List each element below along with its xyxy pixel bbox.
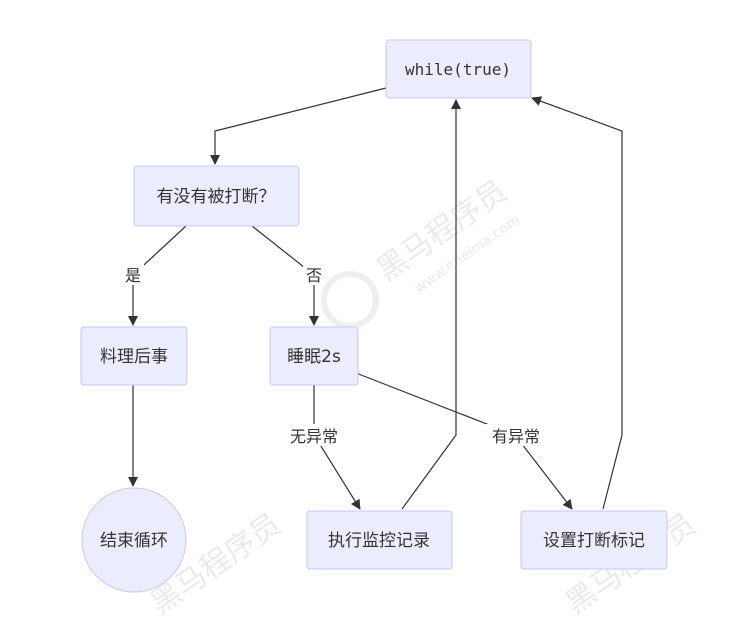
node-monitor-label: 执行监控记录 xyxy=(328,531,430,551)
node-check-interrupted-label: 有没有被打断？ xyxy=(157,187,276,207)
node-loop: while(true) xyxy=(385,39,532,99)
node-cleanup: 料理后事 xyxy=(80,326,188,386)
edge-setflag-to-loop xyxy=(531,96,623,510)
edge-loop-to-check xyxy=(210,87,387,165)
node-loop-label: while(true) xyxy=(405,60,511,79)
edge-monitor-to-loop xyxy=(401,99,461,510)
edge-label-yes: 是 xyxy=(125,266,141,285)
node-check-interrupted: 有没有被打断？ xyxy=(133,165,300,227)
edges xyxy=(128,87,623,510)
node-end-label: 结束循环 xyxy=(100,531,168,551)
edge-sleep-to-monitor xyxy=(313,385,361,510)
edge-labels: 是 否 无异常 有异常 xyxy=(122,263,546,446)
edge-label-no-exception: 无异常 xyxy=(290,427,338,446)
edge-label-no: 否 xyxy=(306,266,322,285)
node-sleep: 睡眠2s xyxy=(269,326,359,386)
node-set-flag: 设置打断标记 xyxy=(520,510,668,570)
edge-label-has-exception: 有异常 xyxy=(492,427,540,446)
node-monitor: 执行监控记录 xyxy=(306,510,453,570)
node-sleep-label: 睡眠2s xyxy=(287,347,341,367)
node-set-flag-label: 设置打断标记 xyxy=(543,531,645,551)
node-end: 结束循环 xyxy=(81,487,187,593)
node-cleanup-label: 料理后事 xyxy=(100,347,168,367)
